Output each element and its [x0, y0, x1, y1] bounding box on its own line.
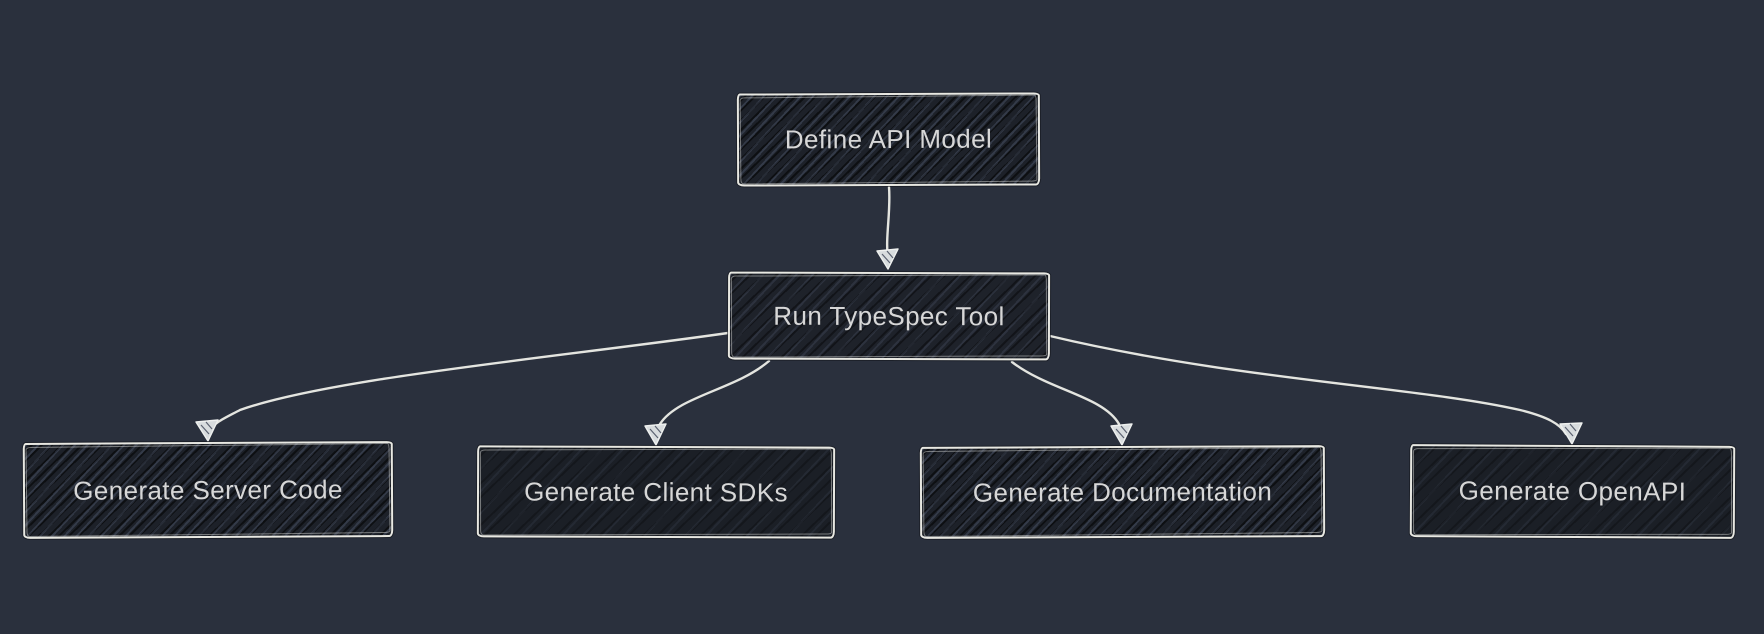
node-generate-client-sdks: Generate Client SDKs	[476, 445, 836, 539]
node-generate-server-code: Generate Server Code	[22, 441, 394, 539]
edge-run-typespec-tool-to-generate-openapi	[1048, 334, 1583, 445]
edge-define-api-model-to-run-typespec-tool	[876, 185, 899, 270]
edge-run-typespec-tool-to-generate-documentation	[1010, 360, 1133, 446]
node-label: Generate Documentation	[972, 475, 1273, 508]
node-generate-documentation: Generate Documentation	[919, 445, 1326, 539]
node-label: Generate Server Code	[73, 473, 343, 506]
edge-run-typespec-tool-to-generate-server-code	[195, 331, 730, 442]
edge-run-typespec-tool-to-generate-client-sdks	[644, 359, 771, 446]
node-define-api-model: Define API Model	[736, 92, 1041, 187]
node-label: Generate Client SDKs	[524, 476, 788, 507]
node-generate-openapi: Generate OpenAPI	[1409, 444, 1736, 539]
node-run-typespec-tool: Run TypeSpec Tool	[727, 271, 1051, 361]
node-label: Generate OpenAPI	[1458, 475, 1687, 507]
node-label: Run TypeSpec Tool	[773, 300, 1005, 331]
node-label: Define API Model	[784, 123, 993, 155]
